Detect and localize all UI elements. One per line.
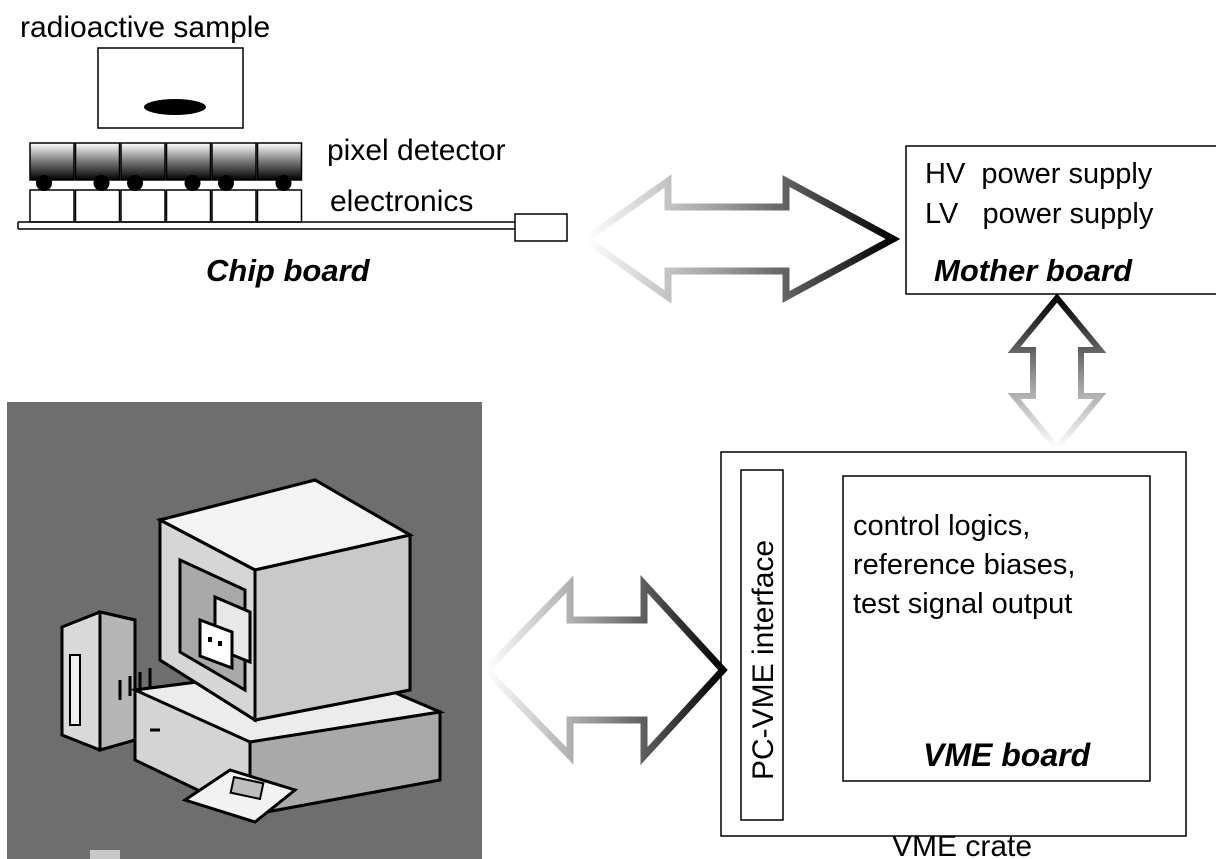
radioactive-sample: [97, 47, 244, 129]
electronics-cell: [29, 189, 75, 223]
bump-bond: [275, 175, 292, 191]
mother-board-label: Mother board: [934, 253, 1133, 288]
vent-slots: [118, 668, 152, 700]
desktop-base: [129, 663, 446, 824]
floppy-disk: [181, 768, 299, 824]
mother-board-box: [905, 145, 1216, 295]
pc-vme-interface-card: [740, 469, 784, 821]
chip-mother-link-arrow: [579, 174, 901, 304]
bump-bond: [127, 175, 143, 191]
bump-bond: [218, 175, 234, 191]
hv-power-supply-label: HV power supply: [925, 158, 1153, 190]
mother-vme-link-arrow: [1007, 293, 1107, 453]
tower-case: [60, 610, 137, 752]
detector-pixel: [74, 142, 121, 181]
vme-crate-label: VME crate: [892, 830, 1032, 859]
detector-pixel: [165, 142, 212, 181]
electronics-cell: [120, 189, 166, 223]
detector-pixel: [211, 142, 257, 181]
vme-function-line-2: reference biases,: [853, 549, 1075, 581]
chip-board-substrate: [17, 213, 568, 242]
vme-function-line-3: test signal output: [853, 588, 1072, 620]
electronics-cell: [211, 189, 257, 223]
chip-board-label: Chip board: [206, 253, 371, 288]
bump-bond: [184, 175, 201, 191]
pc-vme-link-arrow: [481, 575, 728, 765]
radioactive-sample-label: radioactive sample: [20, 11, 270, 44]
detector-pixel: [120, 142, 166, 181]
detector-pixel: [256, 142, 303, 181]
bump-bond: [93, 175, 110, 191]
lv-power-supply-label: LV power supply: [925, 198, 1154, 230]
electronics-cell: [256, 189, 303, 223]
monitor: [118, 478, 415, 723]
pc-computer-icon: [7, 402, 482, 859]
bump-bond: [36, 175, 52, 191]
electronics-label: electronics: [330, 185, 473, 218]
screen-window-icon: [198, 594, 252, 671]
electronics-cell: [74, 189, 121, 223]
pc-vme-interface-label: PC-VME interface: [747, 540, 780, 780]
pixel-detector-label: pixel detector: [327, 134, 505, 167]
chip-board-connector: [514, 213, 568, 242]
vme-board-box: [842, 475, 1151, 782]
vme-function-line-1: control logics,: [853, 510, 1030, 542]
electronics-cell: [165, 189, 212, 223]
detector-pixel: [29, 142, 75, 181]
vme-board-label: VME board: [923, 737, 1092, 773]
pixel-detector-array: [29, 142, 303, 223]
